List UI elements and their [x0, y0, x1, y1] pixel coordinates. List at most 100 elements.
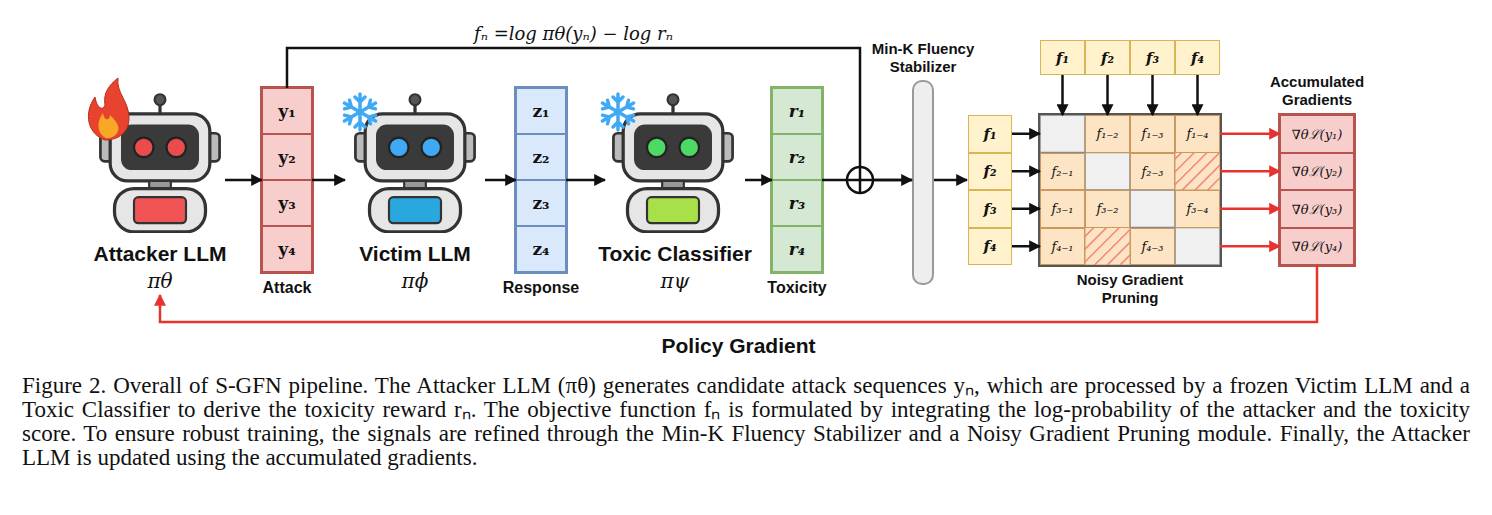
token-cell: z₄ — [516, 226, 566, 272]
token-cell: f₂₋₁ — [1040, 153, 1085, 191]
gradient-arrow — [160, 265, 1317, 322]
cell-label: r₄ — [789, 239, 805, 259]
cell-label: ∇θℒ(y₄) — [1292, 237, 1343, 255]
token-cell: f₁₋₂ — [1085, 115, 1130, 153]
flow-arrow — [1151, 75, 1154, 115]
flow-arrow — [822, 179, 912, 182]
cell-label: y₁ — [278, 101, 295, 121]
group-heading: Response — [503, 279, 579, 297]
cell-label: z₄ — [532, 239, 549, 259]
token-cell: f₃₋₄ — [1175, 190, 1220, 228]
llm-agent: Attacker LLMπθ — [95, 88, 225, 295]
cell-label: f₁₋₄ — [1186, 126, 1208, 141]
token-cell: f₂₋₃ — [1130, 153, 1175, 191]
cell-label: f₁₋₃ — [1141, 126, 1163, 141]
token-cell: f₁ — [1040, 40, 1085, 75]
cell-label: f₄ — [1191, 49, 1204, 67]
token-cell: r₃ — [772, 180, 822, 226]
gradient-arrow — [1220, 133, 1280, 136]
flame-icon — [88, 78, 129, 140]
flow-arrow — [1106, 75, 1109, 115]
group-heading: Noisy Gradient Pruning — [1055, 271, 1205, 307]
group-heading: Toxicity — [767, 279, 826, 297]
flow-arrow — [312, 179, 345, 182]
attacker-robot — [100, 94, 219, 232]
agent-name: Victim LLM — [359, 241, 471, 267]
sequence-column: Attacky₁y₂y₃y₄ — [262, 88, 312, 272]
token-cell: f₂ — [968, 153, 1012, 191]
policy-symbol: πθ — [147, 267, 172, 295]
flow-arrow — [1012, 208, 1040, 211]
llm-agent: Victim LLMπϕ — [345, 88, 485, 295]
token-cell: f₄₋₃ — [1130, 228, 1175, 266]
cell-label: ∇θℒ(y₁) — [1292, 125, 1343, 143]
group-heading: Attack — [263, 279, 312, 297]
token-cell: f₃ — [968, 190, 1012, 228]
group-heading: Min-K Fluency Stabilizer — [853, 40, 993, 76]
flow-arrow — [934, 179, 967, 182]
flow-arrow — [1012, 245, 1040, 248]
token-cell: f₁₋₄ — [1175, 115, 1220, 153]
token-cell: f₃₋₁ — [1040, 190, 1085, 228]
cell-label: ∇θℒ(y₃) — [1292, 200, 1343, 218]
token-cell: y₂ — [262, 134, 312, 180]
token-cell: ∇θℒ(y₁) — [1280, 115, 1354, 153]
flow-arrow — [566, 179, 605, 182]
policy-symbol: πψ — [661, 267, 690, 295]
token-cell: ∇θℒ(y₄) — [1280, 228, 1354, 266]
cell-label: y₄ — [278, 239, 295, 259]
token-cell: z₃ — [516, 180, 566, 226]
token-cell: f₁ — [968, 115, 1012, 153]
cell-label: f₁ — [983, 125, 996, 143]
cell-label: f₃₋₄ — [1186, 201, 1208, 216]
frozen-icon — [600, 94, 636, 130]
cell-label: f₂₋₁ — [1051, 164, 1073, 179]
gradient-arrow — [1220, 245, 1280, 248]
flow-arrow — [1196, 75, 1199, 115]
cell-label: f₁ — [1056, 49, 1069, 67]
flow-arrow — [1012, 133, 1040, 136]
flow-arrow — [1012, 170, 1040, 173]
cell-label: f₁₋₂ — [1096, 126, 1118, 141]
classifier-robot — [613, 94, 732, 232]
flow-arrow — [485, 179, 516, 182]
edge-label: Policy Gradient — [661, 334, 815, 358]
pruning-matrix: Noisy Gradient Pruningf₁₋₂f₁₋₃f₁₋₄f₂₋₁f₂… — [1040, 115, 1220, 265]
group-heading: Accumulated Gradients — [1247, 73, 1387, 109]
token-cell: r₄ — [772, 226, 822, 272]
cell-label: f₄₋₁ — [1051, 239, 1073, 254]
sum-symbol — [847, 167, 873, 193]
figure-caption: Figure 2. Overall of S-GFN pipeline. The… — [22, 374, 1470, 470]
token-cell: f₄ — [1175, 40, 1220, 75]
cell-label: f₂ — [1101, 49, 1114, 67]
token-cell: y₁ — [262, 88, 312, 134]
cell-label: f₃ — [983, 200, 996, 218]
token-cell: f₃₋₂ — [1085, 190, 1130, 228]
token-cell: ∇θℒ(y₂) — [1280, 153, 1354, 191]
token-cell: z₂ — [516, 134, 566, 180]
token-cell: r₁ — [772, 88, 822, 134]
cell-label: f₃₋₂ — [1096, 201, 1118, 216]
token-cell: f₃ — [1130, 40, 1175, 75]
cell-label: f₃₋₁ — [1051, 201, 1073, 216]
cell-label: r₃ — [789, 193, 805, 213]
cell-label: ∇θℒ(y₂) — [1292, 162, 1343, 180]
gradient-arrow — [1220, 208, 1280, 211]
token-cell: y₄ — [262, 226, 312, 272]
token-cell: f₄₋₁ — [1040, 228, 1085, 266]
matrix-empty-cells — [1040, 115, 1220, 265]
sequence-column: Accumulated Gradients∇θℒ(y₁)∇θℒ(y₂)∇θℒ(y… — [1280, 115, 1354, 265]
agent-name: Attacker LLM — [93, 241, 226, 267]
token-cell: ∇θℒ(y₃) — [1280, 190, 1354, 228]
cell-label: f₄₋₃ — [1141, 239, 1163, 254]
frozen-icon — [342, 94, 378, 130]
cell-label: f₃ — [1146, 49, 1159, 67]
cell-label: r₁ — [789, 101, 805, 121]
edge-label: fₙ =log πθ(yₙ) − log rₙ — [474, 23, 673, 44]
flow-arrow — [745, 179, 772, 182]
cell-label: y₃ — [278, 193, 295, 213]
token-cell: y₃ — [262, 180, 312, 226]
token-cell: f₄ — [968, 228, 1012, 266]
